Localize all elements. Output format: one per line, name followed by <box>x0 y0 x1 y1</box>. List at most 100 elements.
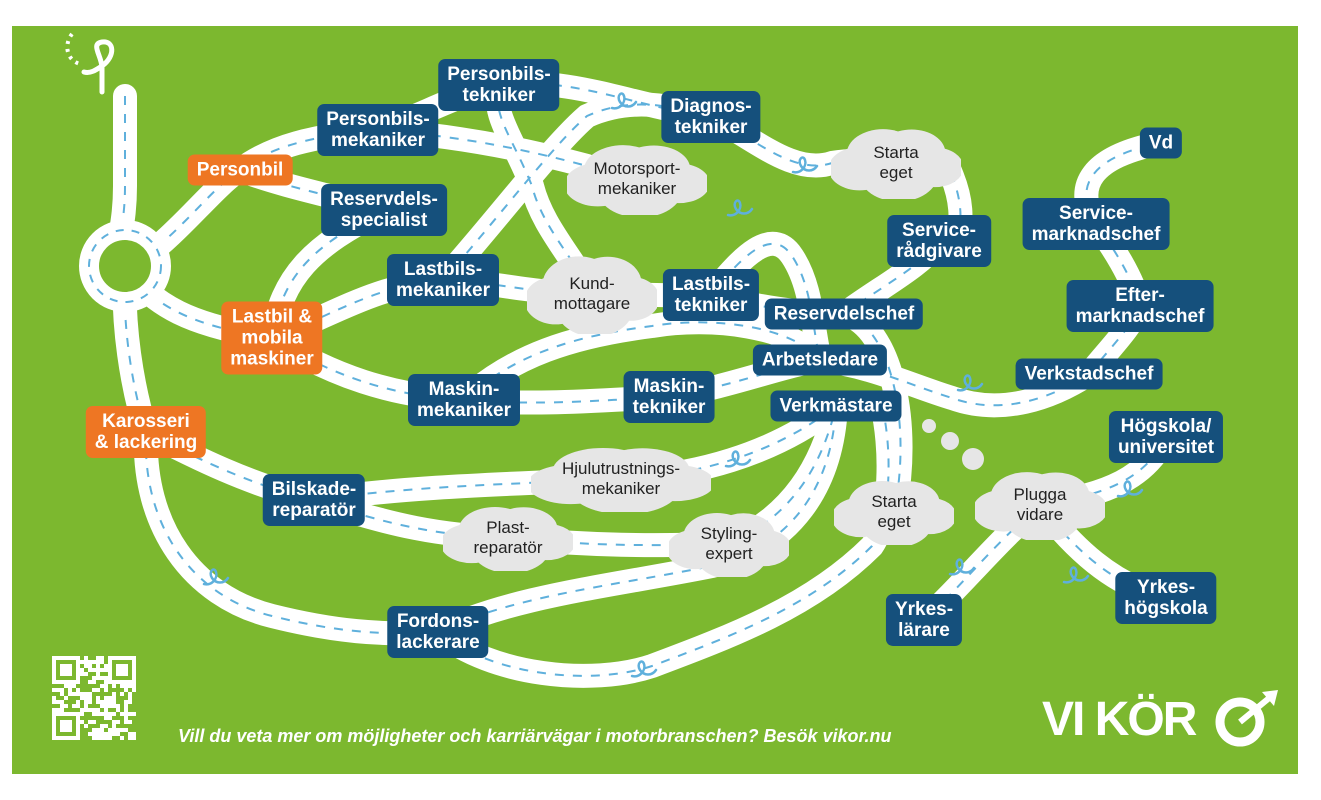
logo-text: VI KÖR <box>1042 693 1197 746</box>
career-node-verkmastare: Verkmästare <box>770 390 902 422</box>
career-node-label: Yrkes- <box>894 599 954 620</box>
cloud-label: Hjulutrustnings- <box>561 459 681 478</box>
career-node-label: Karosseri <box>102 411 190 432</box>
cloud-shape <box>567 145 707 215</box>
qr-code-icon <box>52 656 136 745</box>
career-node-personbil: Personbil <box>187 154 293 186</box>
career-node-label: reparatör <box>272 500 356 521</box>
career-node-label: lackerare <box>396 632 480 653</box>
career-node-label: Lastbil & <box>231 306 313 328</box>
road-loop-marker-icon <box>726 199 754 217</box>
road-centerline <box>819 359 1090 407</box>
career-cloud-stylingexpert: Styling-expert <box>669 511 789 577</box>
road-centerline <box>463 321 821 401</box>
career-cloud-plastreparator: Plast-reparatör <box>443 505 573 571</box>
road-centerline <box>620 405 837 480</box>
career-node-maskintekniker: Maskin-tekniker <box>623 371 715 423</box>
career-node-label: tekniker <box>632 397 706 418</box>
career-node-label: mobila <box>241 327 303 349</box>
road-loop-marker-icon <box>202 568 230 586</box>
road-loop-marker-icon <box>1116 480 1144 498</box>
cloud-text: Hjulutrustnings-mekaniker <box>531 446 711 512</box>
cloud-text: Plast-reparatör <box>443 505 573 571</box>
career-node-karosseri: Karosseri& lackering <box>85 406 207 458</box>
cloud-text: Motorsport-mekaniker <box>567 143 707 215</box>
career-node-label: maskiner <box>230 348 314 370</box>
career-node-label: mekaniker <box>416 400 512 421</box>
career-node-label: Maskin- <box>428 379 500 400</box>
career-node-label: Efter- <box>1115 285 1165 306</box>
road-start-loop-icon <box>62 26 122 101</box>
career-node-reservdelsspecialist: Reservdels-specialist <box>321 184 447 236</box>
thought-dot <box>962 448 984 470</box>
career-node-label: Lastbils- <box>403 259 483 280</box>
cloud-label: Starta <box>871 492 917 511</box>
career-node-label: universitet <box>1117 437 1215 458</box>
career-node-label: Service- <box>902 220 976 241</box>
cloud-shape <box>527 256 657 334</box>
road-loop-marker-icon <box>948 558 976 576</box>
career-node-label: Vd <box>1148 132 1174 154</box>
cloud-text: Styling-expert <box>669 511 789 577</box>
cloud-label: Kund- <box>569 274 615 293</box>
career-node-label: Reservdels- <box>330 189 438 210</box>
cloud-shape <box>975 472 1105 540</box>
thought-dot <box>922 419 936 433</box>
cloud-shape <box>531 447 711 512</box>
career-node-label: tekniker <box>674 295 748 316</box>
career-node-label: tekniker <box>462 85 536 106</box>
career-node-yrkeslarare: Yrkes-lärare <box>885 594 963 646</box>
career-node-label: Personbils- <box>326 109 430 130</box>
career-node-label: högskola <box>1124 598 1208 619</box>
career-node-label: & lackering <box>94 432 198 453</box>
career-node-label: Reservdelschef <box>773 303 915 325</box>
thought-dot <box>941 432 959 450</box>
career-node-eftermarknadschef: Efter-marknadschef <box>1066 280 1214 332</box>
road-centerline <box>144 431 439 635</box>
arrow-circle-icon <box>1215 690 1278 747</box>
career-node-personbilstekniker: Personbils-tekniker <box>438 59 560 111</box>
cloud-label: Motorsport- <box>593 159 681 178</box>
career-node-label: Högskola/ <box>1120 416 1212 437</box>
cloud-label: mekaniker <box>581 479 661 498</box>
cloud-label: eget <box>877 512 911 531</box>
cloud-shape <box>834 480 954 545</box>
career-node-vd: Vd <box>1139 127 1183 159</box>
cloud-label: mottagare <box>553 294 631 313</box>
career-node-maskinmekaniker: Maskin-mekaniker <box>407 374 521 426</box>
career-node-label: Personbils- <box>447 64 551 85</box>
cloud-label: Plast- <box>486 518 530 537</box>
road-loop-marker-icon <box>610 92 638 110</box>
career-node-label: Service- <box>1059 203 1133 224</box>
career-node-diagnostekniker: Diagnos-tekniker <box>661 91 761 143</box>
career-node-lastbilstekniker: Lastbils-tekniker <box>662 269 760 321</box>
career-node-label: lärare <box>898 620 950 641</box>
career-node-label: Lastbils- <box>671 274 751 295</box>
cloud-label: Styling- <box>700 524 758 543</box>
career-node-label: Fordons- <box>396 611 480 632</box>
career-node-label: mekaniker <box>330 130 426 151</box>
career-node-servicemarknadschef: Service-marknadschef <box>1022 198 1170 250</box>
road-centerline <box>124 169 241 267</box>
career-node-label: Yrkes- <box>1136 577 1196 598</box>
career-node-label: Personbil <box>196 159 284 181</box>
career-cloud-motorsportmekaniker: Motorsport-mekaniker <box>567 143 707 215</box>
career-node-arbetsledare: Arbetsledare <box>752 344 888 376</box>
cloud-shape <box>831 129 961 199</box>
career-node-label: tekniker <box>674 117 748 138</box>
cloud-label: expert <box>705 544 753 563</box>
career-node-label: specialist <box>340 210 428 231</box>
cloud-shape <box>443 506 573 571</box>
cloud-text: Kund-mottagare <box>527 254 657 334</box>
cloud-shape <box>669 512 789 577</box>
road-centerline <box>437 405 890 677</box>
career-node-label: Maskin- <box>633 376 705 397</box>
career-node-yrkeshogskola: Yrkes-högskola <box>1115 572 1217 624</box>
roundabout-centerline <box>88 229 162 303</box>
career-node-hogskola: Högskola/universitet <box>1108 411 1224 463</box>
